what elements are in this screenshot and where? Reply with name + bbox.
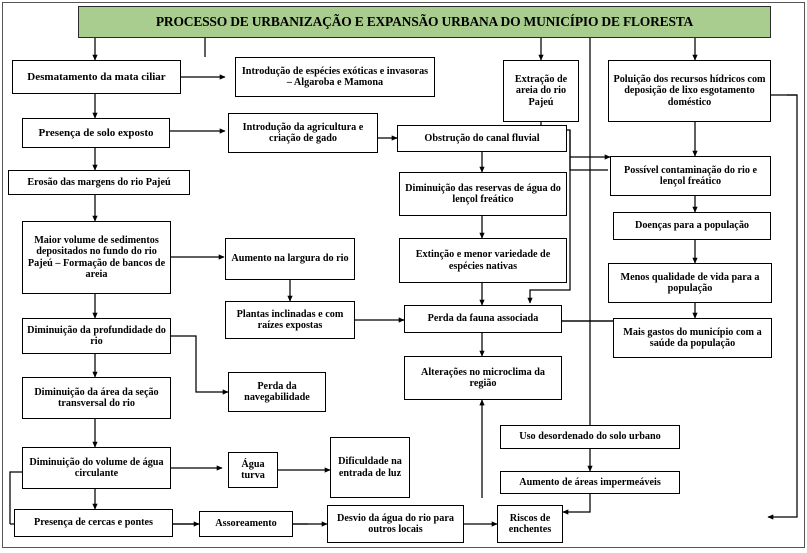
node-desmatamento[interactable]: Desmatamento da mata ciliar (12, 60, 181, 94)
node-qualidade-vida[interactable]: Menos qualidade de vida para a população (608, 263, 772, 303)
node-desvio-agua[interactable]: Desvio da água do rio para outros locais (327, 505, 464, 543)
node-contaminacao[interactable]: Possível contaminação do rio e lençol fr… (610, 156, 771, 196)
node-assoreamento[interactable]: Assoreamento (199, 511, 293, 537)
page-title-text: PROCESSO DE URBANIZAÇÃO E EXPANSÃO URBAN… (155, 14, 694, 29)
node-extincao-especies[interactable]: Extinção e menor variedade de espécies n… (399, 238, 567, 283)
node-especies-exoticas[interactable]: Introdução de espécies exóticas e invaso… (235, 57, 435, 97)
node-reservas-agua[interactable]: Diminuição das reservas de água do lenço… (399, 172, 567, 216)
node-solo-exposto[interactable]: Presença de solo exposto (22, 118, 170, 148)
node-sedimentos[interactable]: Maior volume de sedimentos depositados n… (22, 221, 171, 294)
node-agricultura[interactable]: Introdução da agricultura e criação de g… (228, 113, 378, 153)
node-riscos-enchentes[interactable]: Riscos de enchentes (497, 505, 563, 543)
node-perda-fauna[interactable]: Perda da fauna associada (404, 305, 562, 333)
node-doencas[interactable]: Doenças para a população (613, 212, 771, 240)
node-gastos-municipio[interactable]: Mais gastos do município com a saúde da … (613, 318, 772, 358)
node-obstrucao-canal[interactable]: Obstrução do canal fluvial (397, 125, 567, 152)
node-erosao[interactable]: Erosão das margens do rio Pajeú (8, 170, 190, 195)
node-profundidade[interactable]: Diminuição da profundidade do rio (22, 318, 171, 354)
node-microclima[interactable]: Alterações no microclima da região (404, 356, 562, 400)
node-navegabilidade[interactable]: Perda da navegabilidade (228, 372, 326, 412)
node-volume-agua[interactable]: Diminuição do volume de água circulante (22, 447, 171, 489)
node-plantas-inclinadas[interactable]: Plantas inclinadas e com raízes expostas (225, 301, 355, 339)
node-secao-transversal[interactable]: Diminuição da área da seção transversal … (22, 377, 171, 419)
node-largura-rio[interactable]: Aumento na largura do rio (225, 238, 355, 280)
node-dificuldade-luz[interactable]: Dificuldade na entrada de luz (330, 437, 410, 498)
page-title: PROCESSO DE URBANIZAÇÃO E EXPANSÃO URBAN… (78, 6, 771, 38)
node-poluicao-recursos[interactable]: Poluição dos recursos hídricos com depos… (608, 60, 771, 122)
node-areas-impermeaveis[interactable]: Aumento de áreas impermeáveis (500, 471, 680, 494)
node-extracao-areia[interactable]: Extração de areia do rio Pajeú (503, 60, 579, 122)
node-uso-desordenado[interactable]: Uso desordenado do solo urbano (500, 425, 680, 449)
node-agua-turva[interactable]: Água turva (228, 452, 278, 488)
node-cercas-pontes[interactable]: Presença de cercas e pontes (14, 509, 173, 537)
